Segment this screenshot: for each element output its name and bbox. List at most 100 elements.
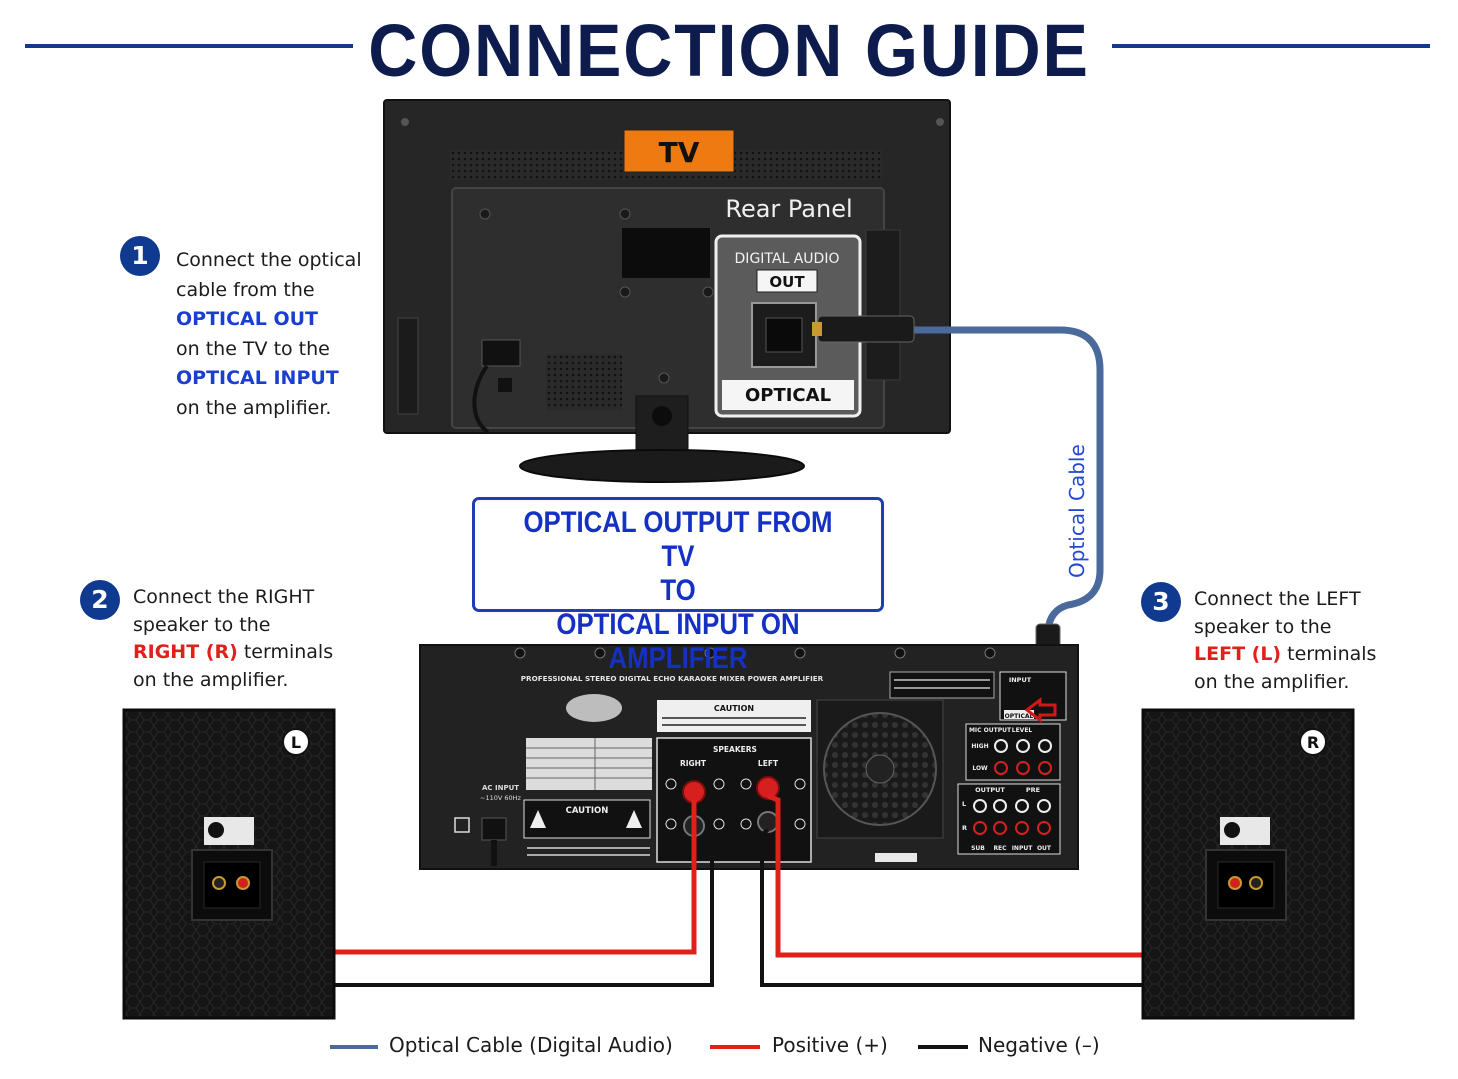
- amp-jack: [993, 799, 1007, 813]
- amp-level-label: LEVEL: [1012, 727, 1033, 734]
- tv-label: TV: [659, 136, 700, 169]
- amp-screw: [704, 647, 716, 659]
- out-label: OUT: [769, 273, 805, 291]
- speaker-negative-terminal: [212, 876, 226, 890]
- legend-swatch-negative: [918, 1045, 968, 1049]
- amp-optical-arrow-icon: [1024, 696, 1057, 724]
- legend-label-positive: Positive (+): [772, 1033, 888, 1057]
- amp-header-text: PROFESSIONAL STEREO DIGITAL ECHO KARAOKE…: [521, 674, 824, 683]
- amp-out-label: OUT: [1037, 845, 1052, 852]
- warning-icon: [626, 810, 642, 828]
- tv-screw: [619, 286, 631, 298]
- callout-line: OPTICAL INPUT ON AMPLIFIER: [556, 608, 800, 675]
- step-highlight-optical-input: OPTICAL INPUT: [176, 367, 339, 389]
- step-text-line: cable from the: [176, 278, 315, 301]
- amp-terminal-plus-icon: [665, 778, 677, 790]
- amp-jack: [1038, 739, 1052, 753]
- step-text-line: Connect the LEFT: [1194, 588, 1361, 610]
- amp-right-label: RIGHT: [680, 759, 707, 768]
- tv-stand-hole: [652, 406, 672, 426]
- amp-output-panel: [957, 783, 1061, 855]
- amp-logo: [566, 694, 622, 722]
- tv-connector-slot: [622, 228, 710, 278]
- optical-label-box: [722, 380, 854, 410]
- step-text-fragment: terminals: [237, 641, 334, 663]
- step-text-line: on the amplifier.: [133, 668, 289, 691]
- tv-stand-base: [519, 449, 805, 483]
- amp-rec-label: REC: [993, 845, 1007, 852]
- amp-terminal-plus-icon: [794, 778, 806, 790]
- amp-screw: [984, 647, 996, 659]
- step-number-badge: 1: [120, 236, 160, 276]
- step-3: 3 Connect the LEFT speaker to the LEFT (…: [1141, 582, 1441, 702]
- step-highlight-right: RIGHT (R): [133, 641, 238, 663]
- step-3-text: Connect the LEFT speaker to the LEFT (L)…: [1194, 586, 1376, 696]
- amp-left-label: LEFT: [758, 759, 779, 768]
- amp-jack: [994, 761, 1008, 775]
- amp-caution2-label: CAUTION: [566, 806, 609, 816]
- step-number-badge: 2: [80, 580, 120, 620]
- amplifier: PROFESSIONAL STEREO DIGITAL ECHO KARAOKE…: [419, 644, 1079, 870]
- amp-low-label: LOW: [972, 765, 988, 772]
- amp-power-socket: [481, 817, 507, 841]
- amp-terminal-plus-icon: [665, 818, 677, 830]
- amp-mic-output-label: MIC OUTPUT: [969, 727, 1012, 734]
- step-text-line: LEFT (L) terminals: [1194, 641, 1376, 669]
- step-1-text: Connect the optical cable from the OPTIC…: [176, 246, 362, 423]
- callout-line: TO: [660, 574, 696, 607]
- legend-swatch-positive: [710, 1045, 760, 1049]
- step-text-line: Connect the optical: [176, 249, 362, 271]
- step-text-line: RIGHT (R) terminals: [133, 639, 333, 667]
- digital-audio-label: DIGITAL AUDIO: [735, 251, 840, 267]
- amp-input-label: INPUT: [1009, 676, 1032, 684]
- amp-jack: [1016, 739, 1030, 753]
- amp-right-positive-terminal: [682, 780, 706, 804]
- step-number-badge: 3: [1141, 582, 1181, 622]
- amp-jack: [1037, 799, 1051, 813]
- step-text-line: Connect the RIGHT: [133, 586, 315, 608]
- tv-label-box: [623, 129, 735, 173]
- speaker-positive-terminal: [1228, 876, 1242, 890]
- amp-left-positive-terminal: [756, 776, 780, 800]
- step-text-line: on the TV to the: [176, 337, 330, 360]
- step-text-line: speaker to the: [133, 613, 271, 636]
- optical-plug-tv: [817, 315, 915, 343]
- legend-label-optical: Optical Cable (Digital Audio): [389, 1033, 673, 1057]
- amp-ac-voltage: ~110V 60Hz: [480, 794, 522, 802]
- amp-terminal-plus-icon: [794, 818, 806, 830]
- speaker-positive-terminal: [236, 876, 250, 890]
- step-1: 1 Connect the optical cable from the OPT…: [118, 236, 378, 426]
- speaker-left-side: L: [122, 708, 336, 1020]
- out-label-box: [756, 269, 818, 293]
- step-text-line: speaker to the: [1194, 615, 1332, 638]
- speaker-right-side: R: [1141, 708, 1355, 1020]
- step-text-line: on the amplifier.: [176, 396, 332, 419]
- title-rule-right: [1112, 44, 1430, 48]
- amp-jack: [1015, 799, 1029, 813]
- amp-high-label: HIGH: [971, 743, 988, 750]
- amp-output-label: OUTPUT: [975, 786, 1005, 794]
- rear-panel-label: Rear Panel: [725, 195, 852, 223]
- amp-screw: [594, 647, 606, 659]
- callout-line: OPTICAL OUTPUT FROM TV: [523, 506, 833, 573]
- amp-pre-label: PRE: [1026, 786, 1040, 794]
- amp-jack: [973, 799, 987, 813]
- speaker-logo-icon: [208, 822, 224, 838]
- amp-screw: [794, 647, 806, 659]
- tv-side-ports: [397, 317, 419, 415]
- amp-speakers-label: SPEAKERS: [713, 745, 757, 754]
- amp-caution-title: CAUTION: [714, 704, 754, 713]
- speaker-badge-l: L: [291, 733, 301, 752]
- tv-edge-ports: [865, 229, 901, 381]
- legend-swatch-optical: [330, 1045, 378, 1049]
- amp-jack: [1015, 821, 1029, 835]
- tv-screw: [936, 118, 944, 126]
- tv-screw: [401, 118, 409, 126]
- amp-jack: [1037, 821, 1051, 835]
- speaker-badge-r: R: [1307, 733, 1319, 752]
- amp-caution-sticker: [657, 700, 811, 732]
- tv: TV Rear Panel DIGITAL AUDIO OUT OPTICAL: [383, 99, 951, 483]
- amp-terminal-minus-icon: [740, 818, 752, 830]
- step-2-text: Connect the RIGHT speaker to the RIGHT (…: [133, 584, 333, 694]
